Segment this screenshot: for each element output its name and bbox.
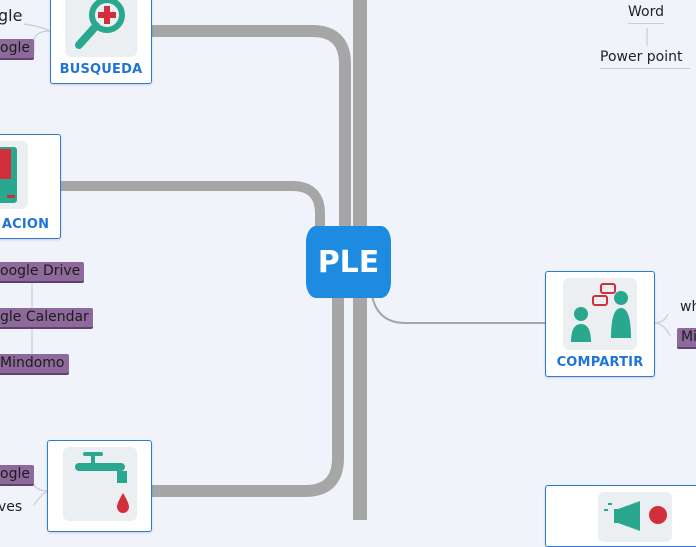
branch-fuentes	[150, 296, 344, 497]
node-compartir[interactable]: COMPARTIR	[545, 271, 655, 377]
branch-compartir	[371, 295, 546, 324]
node-busqueda[interactable]: BUSQUEDA	[50, 0, 152, 84]
leaf-word[interactable]: Word	[628, 4, 664, 24]
central-label: PLE	[317, 244, 380, 280]
leaf-busqueda-top[interactable]: gle	[0, 6, 23, 25]
leaf-compartir-tag[interactable]: Mi	[677, 328, 696, 349]
leaf-org-calendar[interactable]: gle Calendar	[0, 308, 93, 329]
magnifier-plus-icon	[65, 0, 137, 57]
node-difusion[interactable]	[545, 485, 696, 547]
node-fuentes[interactable]	[47, 440, 152, 532]
branch-busqueda	[150, 25, 351, 226]
central-node[interactable]: PLE	[306, 226, 391, 298]
node-organizacion[interactable]: ACION	[0, 134, 61, 239]
people-chat-icon	[563, 278, 637, 350]
leaf-compartir-top[interactable]: wh	[680, 299, 696, 315]
branch-organizacion	[60, 181, 325, 228]
leaf-powerpoint[interactable]: Power point	[600, 49, 691, 69]
busqueda-caption: BUSQUEDA	[59, 62, 143, 77]
leaf-org-drive[interactable]: oogle Drive	[0, 262, 85, 283]
connector-lines	[23, 0, 671, 520]
leaf-fuentes-tag[interactable]: ogle	[0, 465, 34, 486]
organizacion-caption: ACION	[1, 217, 50, 232]
megaphone-icon	[598, 492, 672, 542]
compartir-caption: COMPARTIR	[556, 355, 644, 370]
book-icon	[0, 141, 28, 209]
leaf-org-mindomo[interactable]: Mindomo	[0, 354, 69, 375]
leaf-busqueda-tag[interactable]: ogle	[0, 39, 34, 60]
faucet-icon	[63, 447, 137, 521]
leaf-fuentes-text[interactable]: ves	[0, 499, 23, 515]
